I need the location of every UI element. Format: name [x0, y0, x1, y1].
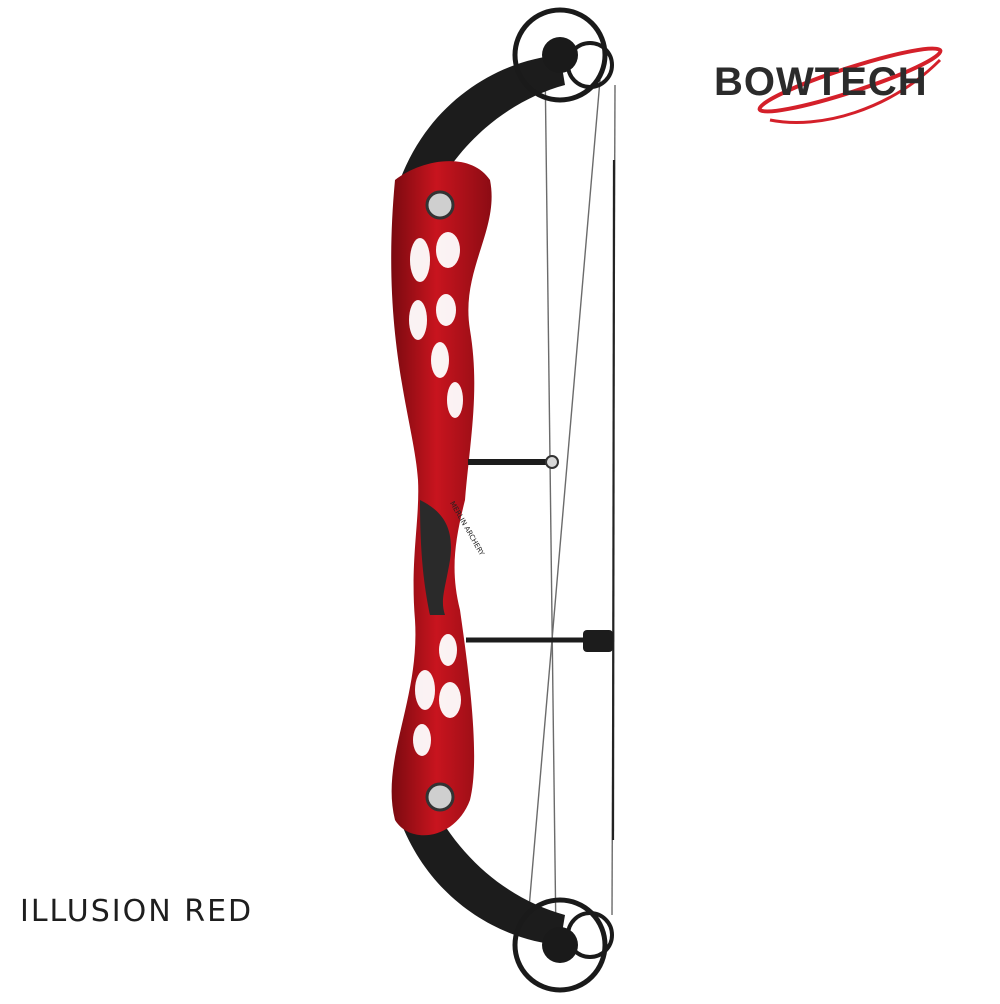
stabilizer-rod: [466, 630, 613, 652]
cable-guard: [468, 455, 559, 469]
upper-cam: [512, 7, 614, 103]
brand-logo-text: BOWTECH: [714, 60, 928, 104]
brand-logo: BOWTECH: [700, 40, 960, 140]
product-color-label: ILLUSION RED: [20, 894, 254, 929]
string-serving: [611, 159, 616, 841]
lower-cam: [512, 897, 614, 993]
lower-limb: [400, 800, 565, 945]
bow-strings: [527, 59, 616, 941]
upper-limb-bolt: [425, 190, 455, 220]
bow-grip: [420, 500, 451, 615]
swoosh-ring-logo-icon: [757, 46, 943, 124]
riser-cutouts: [409, 232, 463, 756]
lower-limb-bolt: [425, 782, 455, 812]
